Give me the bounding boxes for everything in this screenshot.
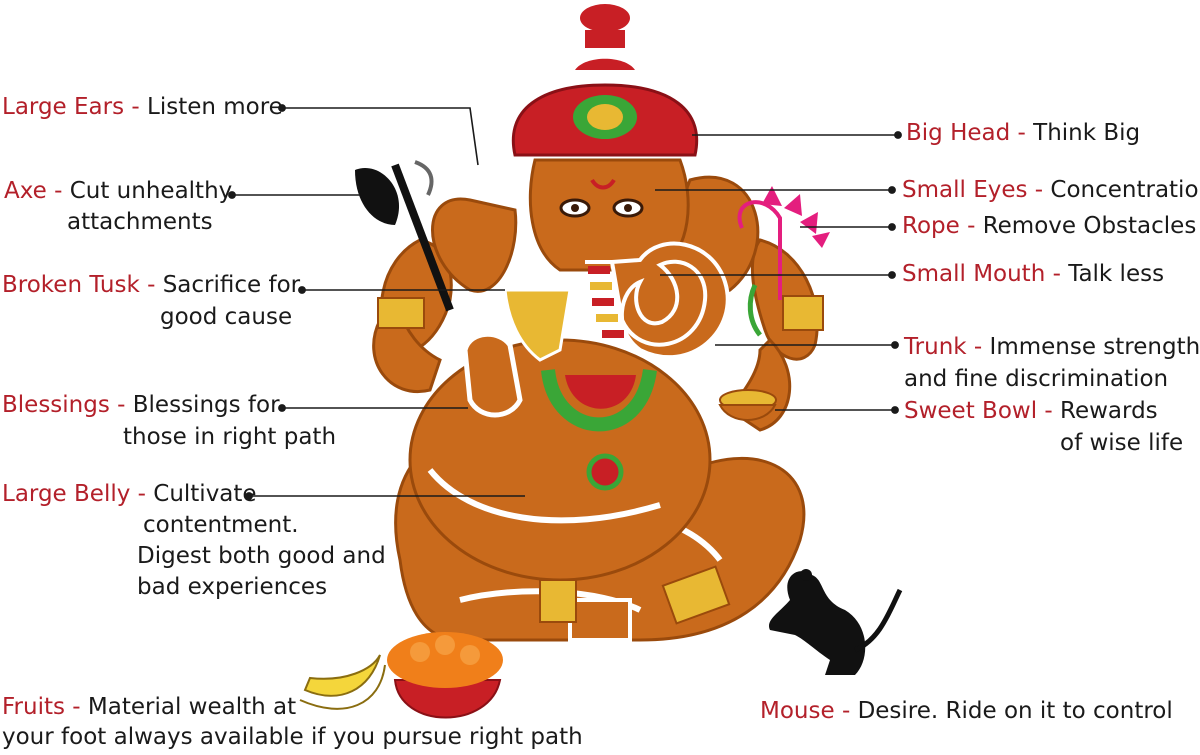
label-broken-tusk: Broken Tusk - Sacrifice for xyxy=(2,270,300,301)
label-desc: Sacrifice for xyxy=(162,272,301,298)
label-large-belly-line3: Digest both good and xyxy=(137,541,386,572)
label-desc: Cut unhealthy xyxy=(69,178,233,204)
mouse-icon xyxy=(769,569,903,675)
label-desc: Remove Obstacles xyxy=(982,213,1197,239)
separator: - xyxy=(130,481,154,507)
label-rope: Rope - Remove Obstacles xyxy=(902,211,1196,242)
ganesha-figure xyxy=(372,4,824,642)
label-desc: Desire. Ride on it to control xyxy=(857,698,1173,724)
separator: - xyxy=(834,698,858,724)
label-key: Blessings xyxy=(2,392,110,418)
separator: - xyxy=(1027,177,1051,203)
label-desc: Material wealth at xyxy=(87,694,297,720)
label-desc: bad experiences xyxy=(137,574,328,600)
label-small-mouth: Small Mouth - Talk less xyxy=(902,259,1164,290)
label-desc: good cause xyxy=(160,304,293,330)
sweet-bowl-icon xyxy=(718,389,777,421)
banana-icon xyxy=(299,654,386,710)
label-key: Axe xyxy=(4,178,47,204)
label-key: Fruits xyxy=(2,694,65,720)
label-desc: Blessings for xyxy=(132,392,280,418)
connector-lines xyxy=(228,104,902,500)
label-small-eyes: Small Eyes - Concentration xyxy=(902,175,1200,206)
label-key: Sweet Bowl xyxy=(904,398,1038,424)
label-sweet-bowl-line2: of wise life xyxy=(1060,428,1183,459)
label-key: Small Mouth xyxy=(902,261,1046,287)
label-key: Large Belly xyxy=(2,481,131,507)
label-desc: Concentration xyxy=(1050,177,1200,203)
label-desc: attachments xyxy=(67,209,213,235)
label-big-head: Big Head - Think Big xyxy=(906,118,1140,149)
label-desc: Listen more xyxy=(147,94,283,120)
separator: - xyxy=(109,392,133,418)
rope-icon xyxy=(737,186,830,337)
label-sweet-bowl: Sweet Bowl - Rewards xyxy=(904,396,1158,427)
separator: - xyxy=(1045,261,1069,287)
label-desc: Cultivate xyxy=(153,481,257,507)
label-blessings-line2: those in right path xyxy=(123,422,336,453)
label-desc: Think Big xyxy=(1033,120,1141,146)
label-trunk: Trunk - Immense strength xyxy=(904,332,1200,363)
label-desc: contentment. xyxy=(143,512,299,538)
label-large-belly-line2: contentment. xyxy=(143,510,299,541)
label-key: Rope xyxy=(902,213,960,239)
label-desc: and fine discrimination xyxy=(904,366,1169,392)
label-desc: Rewards xyxy=(1060,398,1158,424)
laddu-bowl-icon xyxy=(387,632,503,719)
label-key: Big Head xyxy=(906,120,1011,146)
label-desc: your foot always available if you pursue… xyxy=(2,724,583,750)
label-blessings: Blessings - Blessings for xyxy=(2,390,280,421)
separator: - xyxy=(1010,120,1034,146)
separator: - xyxy=(46,178,70,204)
axe-icon xyxy=(355,160,454,312)
separator: - xyxy=(966,334,990,360)
label-key: Broken Tusk xyxy=(2,272,140,298)
label-large-belly-line4: bad experiences xyxy=(137,572,327,603)
label-mouse: Mouse - Desire. Ride on it to control xyxy=(760,696,1173,727)
label-trunk-line2: and fine discrimination xyxy=(904,364,1168,395)
label-fruits: Fruits - Material wealth at xyxy=(2,692,296,723)
label-desc: Immense strength xyxy=(989,334,1200,360)
label-axe: Axe - Cut unhealthy xyxy=(4,176,232,207)
label-desc: of wise life xyxy=(1060,430,1184,456)
label-desc: Talk less xyxy=(1068,261,1165,287)
separator: - xyxy=(139,272,163,298)
label-broken-tusk-line2: good cause xyxy=(160,302,292,333)
separator: - xyxy=(959,213,983,239)
label-axe-line2: attachments xyxy=(67,207,213,238)
separator: - xyxy=(64,694,88,720)
label-key: Large Ears xyxy=(2,94,125,120)
label-key: Small Eyes xyxy=(902,177,1028,203)
label-large-belly: Large Belly - Cultivate xyxy=(2,479,257,510)
separator: - xyxy=(124,94,148,120)
label-key: Mouse xyxy=(760,698,835,724)
label-key: Trunk xyxy=(904,334,967,360)
separator: - xyxy=(1037,398,1061,424)
label-desc: those in right path xyxy=(123,424,337,450)
label-desc: Digest both good and xyxy=(137,543,386,569)
label-large-ears: Large Ears - Listen more xyxy=(2,92,283,123)
label-fruits-line2: your foot always available if you pursue… xyxy=(2,722,583,753)
